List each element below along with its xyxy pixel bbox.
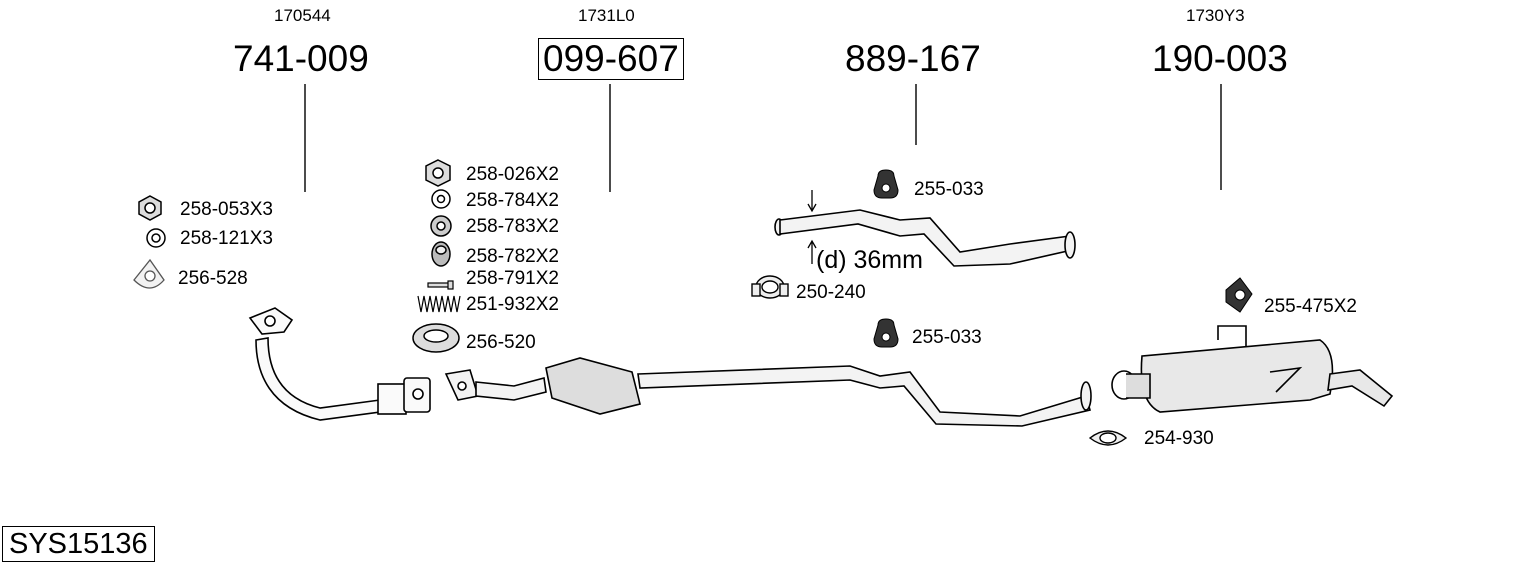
- rubber-hanger-icon-2: [873, 318, 899, 348]
- system-id: SYS15136: [2, 526, 155, 562]
- oem-number-2: 1731L0: [578, 6, 635, 25]
- diameter-arrows: [807, 190, 817, 264]
- label-254-930[interactable]: 254-930: [1144, 428, 1214, 449]
- hex-nut-icon-2: [425, 159, 451, 187]
- label-258-121x3[interactable]: 258-121X3: [180, 228, 273, 249]
- label-258-026x2[interactable]: 258-026X2: [466, 164, 559, 185]
- front-pipe: [248, 307, 431, 421]
- spring-washer-icon: [430, 215, 452, 237]
- rear-silencer: [1111, 325, 1394, 413]
- gasket-icon: [133, 258, 165, 289]
- washer-icon: [146, 228, 166, 248]
- oem-number-1: 170544: [274, 6, 331, 25]
- intermediate-pipe: [774, 209, 1076, 267]
- rubber-mount-icon: [1225, 277, 1253, 313]
- label-255-033-bottom[interactable]: 255-033: [912, 327, 982, 348]
- oem-number-4: 1730Y3: [1186, 6, 1245, 25]
- label-258-783x2[interactable]: 258-783X2: [466, 216, 559, 237]
- label-258-791x2[interactable]: 258-791X2: [466, 268, 559, 289]
- label-258-053x3[interactable]: 258-053X3: [180, 199, 273, 220]
- part-number-190-003[interactable]: 190-003: [1152, 38, 1288, 79]
- label-251-932x2[interactable]: 251-932X2: [466, 294, 559, 315]
- label-256-520[interactable]: 256-520: [466, 332, 536, 353]
- label-255-475x2[interactable]: 255-475X2: [1264, 296, 1357, 317]
- washer-icon-2: [431, 189, 451, 209]
- part-number-741-009[interactable]: 741-009: [233, 38, 369, 79]
- clamp-icon: [751, 275, 789, 299]
- rubber-hanger-icon: [873, 169, 899, 199]
- catalytic-converter: [444, 357, 1092, 427]
- hex-nut-icon: [138, 195, 162, 221]
- bolt-icon: [427, 280, 454, 290]
- diameter-label: (d) 36mm: [816, 246, 923, 274]
- bush-icon: [431, 241, 451, 267]
- part-number-099-607[interactable]: 099-607: [538, 38, 684, 80]
- ring-gasket-icon: [412, 323, 460, 353]
- clamp-icon-2: [1088, 430, 1128, 446]
- part-number-889-167[interactable]: 889-167: [845, 38, 981, 79]
- spring-icon: [417, 295, 461, 313]
- label-258-784x2[interactable]: 258-784X2: [466, 190, 559, 211]
- label-256-528[interactable]: 256-528: [178, 268, 248, 289]
- label-258-782x2[interactable]: 258-782X2: [466, 246, 559, 267]
- label-255-033-top[interactable]: 255-033: [914, 179, 984, 200]
- label-250-240[interactable]: 250-240: [796, 282, 866, 303]
